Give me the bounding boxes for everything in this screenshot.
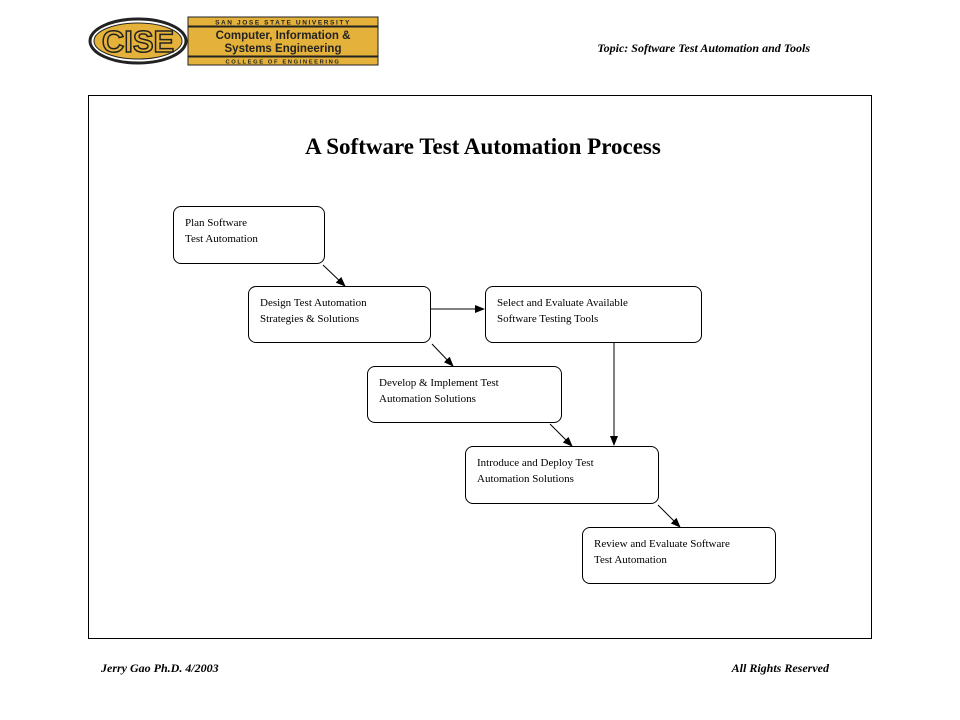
step-select-line2: Software Testing Tools [497,313,599,325]
step-review-line2: Test Automation [594,554,667,566]
logo-mark: CISE [102,24,174,59]
step-review-line1: Review and Evaluate Software [594,538,730,550]
step-develop-box: Develop & Implement Test Automation Solu… [367,366,562,423]
step-develop-line1: Develop & Implement Test [379,377,499,389]
step-design-line1: Design Test Automation [260,297,367,309]
footer-rights: All Rights Reserved [731,661,829,675]
step-design-line2: Strategies & Solutions [260,313,359,325]
logo-department-line1: Computer, Information & [216,30,351,42]
footer-author: Jerry Gao Ph.D. 4/2003 [101,661,219,675]
step-review-box: Review and Evaluate Software Test Automa… [582,527,776,584]
cise-logo: CISE SAN JOSE STATE UNIVERSITY Computer,… [88,16,380,66]
logo-department-line2: Systems Engineering [225,43,342,55]
step-introduce-line2: Automation Solutions [477,473,574,485]
step-develop-line2: Automation Solutions [379,393,476,405]
slide-title: A Software Test Automation Process [305,134,661,159]
step-select-box: Select and Evaluate Available Software T… [485,286,702,343]
step-introduce-line1: Introduce and Deploy Test [477,457,594,469]
logo-university: SAN JOSE STATE UNIVERSITY [215,19,351,26]
logo-college: COLLEGE OF ENGINEERING [225,60,340,66]
cise-logo-graphic: CISE SAN JOSE STATE UNIVERSITY Computer,… [88,16,379,66]
slide-topic: Topic: Software Test Automation and Tool… [597,41,810,55]
step-plan-line2: Test Automation [185,233,258,245]
step-design-box: Design Test Automation Strategies & Solu… [248,286,431,343]
step-plan-line1: Plan Software [185,217,248,229]
step-plan-box: Plan Software Test Automation [173,206,325,264]
step-introduce-box: Introduce and Deploy Test Automation Sol… [465,446,659,504]
slide-frame [88,95,872,639]
step-select-line1: Select and Evaluate Available [497,297,628,309]
